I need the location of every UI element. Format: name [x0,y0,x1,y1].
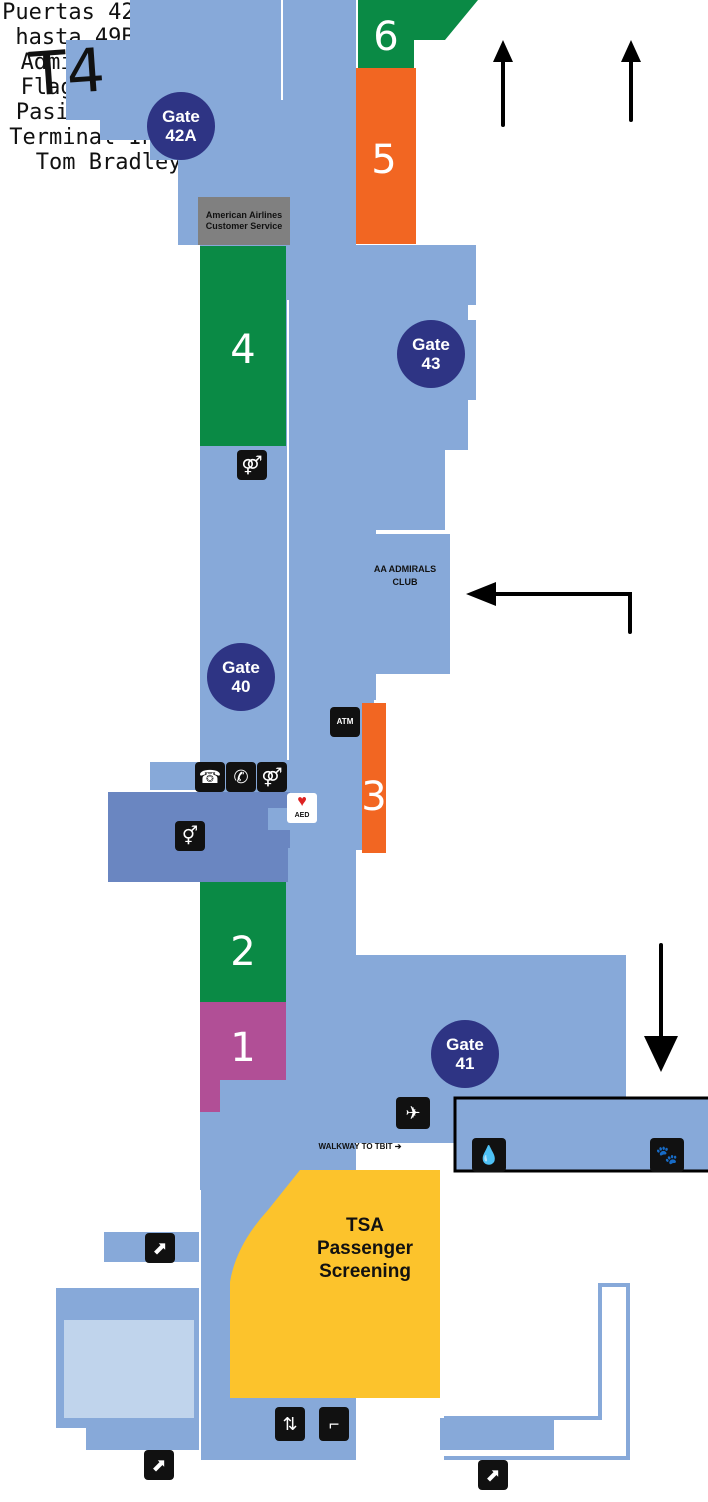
arrow-admirals [488,592,632,634]
airline-information-icon: ✈ [396,1097,430,1129]
puertas-annotation: Puertas 42B hasta 49B [2,0,148,50]
escalator-icon: ⬈ [478,1460,508,1490]
aed-label: AED [294,812,310,819]
admirals-club-room [365,534,450,674]
walkway-label: WALKWAY TO TBIT ➔ [318,1142,402,1151]
escalator-icon: ⬈ [144,1450,174,1480]
gate-42a-badge: Gate 42A [147,92,215,160]
gate-number: 41 [455,1054,475,1073]
store-3-number: 3 [361,774,387,820]
store-6-number: 6 [373,14,399,60]
telephone-icon: ✆ [226,762,256,792]
gate-word: Gate [162,107,200,126]
elevator-icon: ⇅ [275,1407,305,1441]
store-3-area [362,703,386,853]
gate-number: 40 [231,677,251,696]
store-1-area [200,1002,286,1112]
atm-label: ATM [336,717,354,726]
gate-number: 43 [421,354,441,373]
gate-43-badge: Gate 43 [397,320,465,388]
gate-41-badge: Gate 41 [431,1020,499,1088]
store-1-number: 1 [230,1025,256,1071]
gate-word: Gate [412,335,450,354]
store-2-number: 2 [230,929,256,975]
store-6-area [358,0,478,68]
gate-word: Gate [222,658,260,677]
aa-customer-service-label: American Airlines Customer Service [205,210,283,231]
lower-room [64,1320,194,1418]
gate-40-badge: Gate 40 [207,643,275,711]
terminal-label: T4 [27,35,108,111]
aa-customer-service-area [198,197,290,245]
tsa-area [230,1170,440,1398]
atm-icon: ATM [330,707,360,737]
store-4-number: 4 [230,327,256,373]
family-restroom-icon: ⚤ [237,450,267,480]
aed-icon: ♥ AED [287,793,317,823]
store-5-area [356,68,416,244]
gate-number: 42A [165,126,197,145]
store-2-area [200,882,286,1002]
pet-relief-icon: 🐾 [650,1138,684,1172]
tsa-label: TSA Passenger Screening [316,1215,414,1282]
store-5-number: 5 [371,137,397,183]
tty-phone-icon: ☎ [195,762,225,792]
family-restroom-icon: ⚤ [257,762,287,792]
store-4-area [200,246,286,446]
restroom-icon: ⚥ [175,821,205,851]
water-icon: 💧 [472,1138,506,1172]
escalator-icon: ⬈ [145,1233,175,1263]
stairs-icon: ⌐ [319,1407,349,1441]
gate-word: Gate [446,1035,484,1054]
admirals-club-label: AA ADMIRALS CLUB [373,564,437,587]
